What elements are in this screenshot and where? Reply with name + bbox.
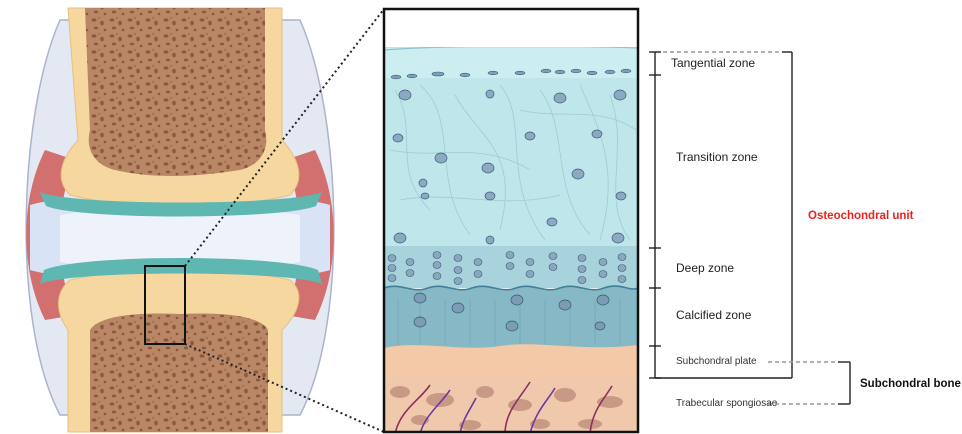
cartilage-section xyxy=(384,9,638,434)
osteochondral-unit-label: Osteochondral unit xyxy=(808,210,913,222)
calcified-zone-label: Calcified zone xyxy=(676,308,751,322)
lower-marrow xyxy=(90,313,268,432)
upper-marrow xyxy=(85,8,266,176)
deep-zone-label: Deep zone xyxy=(676,261,734,275)
zone-brackets xyxy=(649,52,850,404)
subchondral-plate-label: Subchondral plate xyxy=(676,356,757,367)
joint-illustration xyxy=(26,8,334,432)
subchondral-plate-layer xyxy=(384,344,638,380)
trabecular-spongiosae-label: Trabecular spongiosae xyxy=(676,398,777,409)
subchondral-bone-label: Subchondral bone xyxy=(860,378,961,390)
transition-zone-label: Transition zone xyxy=(676,150,758,164)
tangential-zone-layer xyxy=(384,48,638,78)
tangential-zone-label: Tangential zone xyxy=(671,56,755,70)
